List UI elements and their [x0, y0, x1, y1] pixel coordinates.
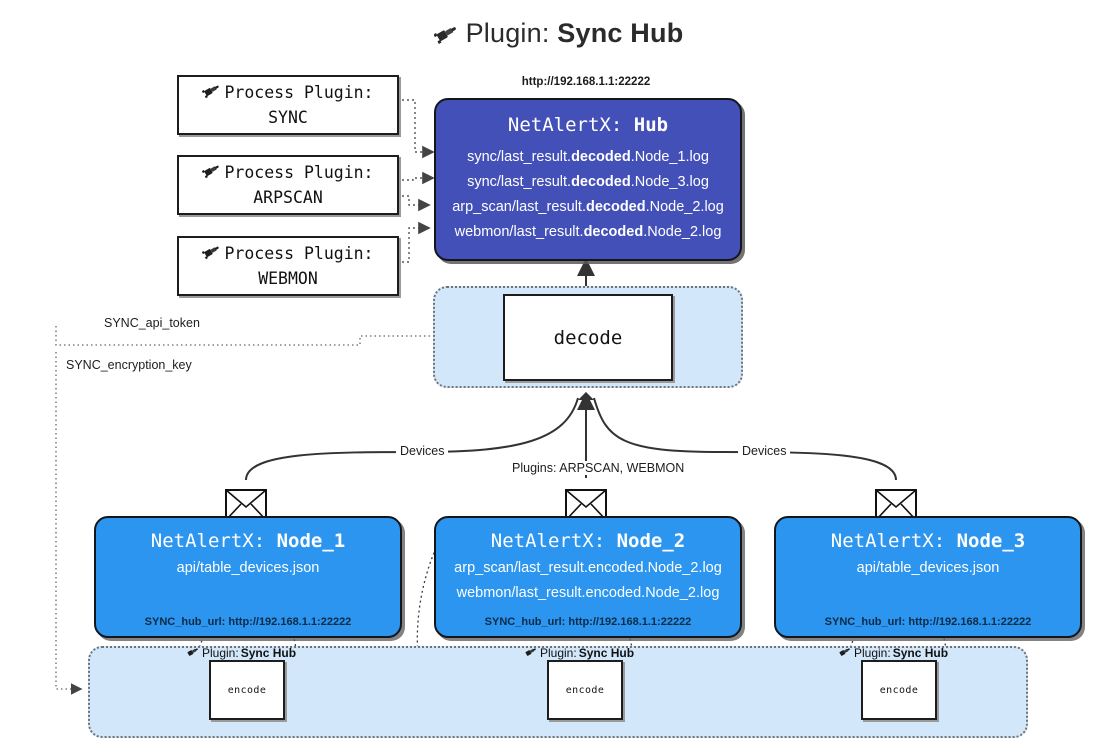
title-prefix: Plugin: — [465, 18, 550, 48]
node-resource-line: webmon/last_result.encoded.Node_2.log — [456, 585, 720, 601]
plug-icon — [186, 645, 200, 661]
process-plugin-arpscan[interactable]: Process Plugin: ARPSCAN — [177, 155, 399, 215]
plugin-tag-prefix: Plugin: — [854, 646, 891, 660]
process-plugin-label: Process Plugin: — [224, 244, 374, 264]
hub-url-label: http://192.168.1.1:22222 — [521, 76, 651, 88]
plugin-tag-prefix: Plugin: — [202, 646, 239, 660]
log-pre: sync/last_result. — [467, 174, 572, 190]
envelope-icon — [565, 489, 607, 521]
node-name: Node_2 — [616, 530, 686, 552]
log-mid: decoded — [571, 149, 631, 165]
process-plugin-sync[interactable]: Process Plugin: SYNC — [177, 75, 399, 135]
node-app-label: NetAlertX: — [830, 530, 946, 552]
plugin-tag-name: Sync Hub — [892, 646, 949, 660]
log-post: .Node_1.log — [630, 149, 709, 165]
node-app-label: NetAlertX: — [490, 530, 606, 552]
node-resource-line: api/table_devices.json — [176, 560, 320, 576]
hub-name: Hub — [633, 114, 669, 136]
node-name: Node_1 — [276, 530, 346, 552]
log-mid: decoded — [571, 174, 631, 190]
encode-box-node-3[interactable]: encode — [861, 660, 937, 720]
node-box-node-1[interactable]: NetAlertX: Node_1 api/table_devices.json… — [94, 516, 402, 638]
hub-log-line: arp_scan/last_result.decoded.Node_2.log — [436, 195, 740, 220]
process-plugin-name: SYNC — [268, 107, 308, 127]
node-hub-url-label: SYNC_hub_url: http://192.168.1.1:22222 — [824, 616, 1032, 628]
encode-box-node-2[interactable]: encode — [547, 660, 623, 720]
hub-log-line: webmon/last_result.decoded.Node_2.log — [436, 220, 740, 245]
plugin-tag-prefix: Plugin: — [540, 646, 577, 660]
node-title: NetAlertX: Node_2 — [436, 530, 740, 552]
edge-label-plugins: Plugins: ARPSCAN, WEBMON — [508, 461, 689, 475]
title-name: Sync Hub — [557, 18, 684, 48]
plugin-tag-node-3: Plugin: Sync Hub — [838, 645, 948, 661]
log-mid: decoded — [583, 224, 644, 240]
process-plugin-webmon[interactable]: Process Plugin: WEBMON — [177, 236, 399, 296]
node-box-node-2[interactable]: NetAlertX: Node_2 arp_scan/last_result.e… — [434, 516, 742, 638]
plug-icon — [202, 161, 222, 186]
setting-label-api-token: SYNC_api_token — [100, 316, 204, 330]
process-plugin-label: Process Plugin: — [224, 163, 374, 183]
node-title: NetAlertX: Node_1 — [96, 530, 400, 552]
hub-log-list: sync/last_result.decoded.Node_1.log sync… — [436, 145, 740, 245]
node-app-label: NetAlertX: — [150, 530, 266, 552]
node-box-node-3[interactable]: NetAlertX: Node_3 api/table_devices.json… — [774, 516, 1082, 638]
hub-box[interactable]: NetAlertX: Hub sync/last_result.decoded.… — [434, 98, 742, 261]
plug-icon — [202, 242, 222, 267]
setting-label-encryption-key: SYNC_encryption_key — [62, 358, 196, 372]
process-plugin-name: ARPSCAN — [253, 187, 323, 207]
node-title: NetAlertX: Node_3 — [776, 530, 1080, 552]
node-name: Node_3 — [956, 530, 1026, 552]
process-plugin-name: WEBMON — [258, 268, 318, 288]
plug-icon — [433, 21, 460, 52]
plug-icon — [524, 645, 538, 661]
hub-log-line: sync/last_result.decoded.Node_3.log — [436, 170, 740, 195]
encode-box-node-1[interactable]: encode — [209, 660, 285, 720]
log-mid: decoded — [585, 199, 646, 215]
process-plugin-label: Process Plugin: — [224, 83, 374, 103]
log-pre: webmon/last_result. — [454, 224, 584, 240]
node-resource-line: arp_scan/last_result.encoded.Node_2.log — [454, 560, 722, 576]
log-pre: sync/last_result. — [467, 149, 572, 165]
hub-app-label: NetAlertX: — [507, 114, 623, 136]
plugin-tag-name: Sync Hub — [578, 646, 635, 660]
plugin-tag-node-1: Plugin: Sync Hub — [186, 645, 296, 661]
hub-title: NetAlertX: Hub — [436, 114, 740, 136]
plug-icon — [838, 645, 852, 661]
log-pre: arp_scan/last_result. — [452, 199, 586, 215]
plugin-tag-name: Sync Hub — [240, 646, 297, 660]
edge-label-devices-right: Devices — [738, 444, 791, 458]
decode-box[interactable]: decode — [503, 294, 673, 381]
log-post: .Node_2.log — [645, 199, 724, 215]
log-post: .Node_2.log — [643, 224, 722, 240]
plugin-tag-node-2: Plugin: Sync Hub — [524, 645, 634, 661]
node-hub-url-label: SYNC_hub_url: http://192.168.1.1:22222 — [484, 616, 692, 628]
page-title: Plugin: Sync Hub — [0, 18, 1117, 52]
node-resource-line: api/table_devices.json — [856, 560, 1000, 576]
node-hub-url-label: SYNC_hub_url: http://192.168.1.1:22222 — [144, 616, 352, 628]
plug-icon — [202, 81, 222, 106]
edge-label-devices-left: Devices — [396, 444, 449, 458]
log-post: .Node_3.log — [630, 174, 709, 190]
hub-log-line: sync/last_result.decoded.Node_1.log — [436, 145, 740, 170]
